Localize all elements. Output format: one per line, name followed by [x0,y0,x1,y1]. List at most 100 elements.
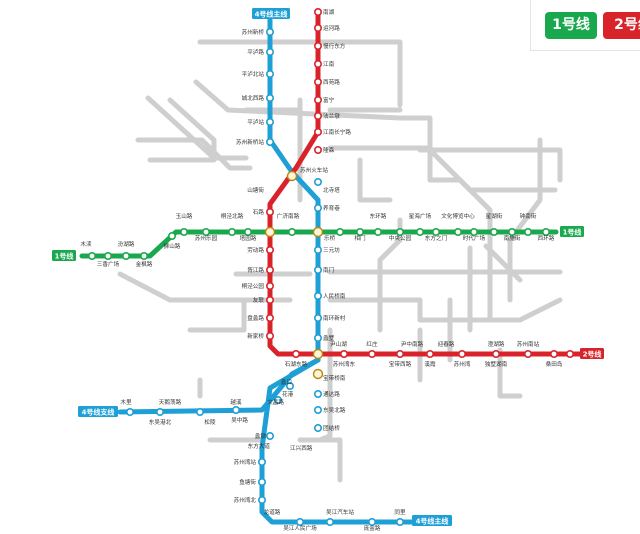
station-label: 溪霞 [424,360,436,368]
line4-stations [126,27,404,526]
station-label: 尹山湖 [330,340,347,348]
station-label: 玉山路 [176,212,193,220]
station-label: 石湖东路 [285,360,308,368]
badge-line1-east: 1号线 [563,228,582,237]
station-label: 蠡墩 [255,432,267,440]
station-label: 蠡墅 [323,334,335,342]
station-label: 钟南街 [520,212,537,220]
station-label: 城北西路 [242,94,265,102]
station-label: 桑田岛 [546,360,563,368]
station-label: 胥江路 [247,266,264,274]
line4-route [117,17,423,525]
station-label: 苏州湾 [454,360,471,368]
station-label: 西环路 [538,234,555,242]
station-label: 南施街 [504,234,521,242]
station-label: 苏州南站 [517,340,540,348]
station-label: 江南长宁路 [323,128,351,136]
station-label: 吴中路 [231,416,248,424]
station-label: 三元坊 [323,246,340,254]
station-label: 山塘街 [247,186,264,194]
station-label: 苏州湾站 [234,458,257,466]
station-label: 苏州新桥站 [236,138,264,146]
station-label: 法兰墩 [323,112,340,120]
station-label: 苏州湾东 [333,360,356,368]
station-label: 新家桥 [247,332,264,340]
station-label: 澄湖路 [488,340,505,348]
station-label: 劳动路 [247,246,264,254]
station-label: 西苑路 [323,78,340,86]
station-label: 广济南路 [277,212,300,220]
station-label: 苏州湾北 [234,496,257,504]
station-label: 金枫路 [136,260,153,268]
station-label: 迎春路 [438,340,455,348]
station-label: 南湖 [323,8,335,16]
station-label: 越溪 [230,398,242,406]
station-label: 三香广场 [97,260,120,268]
station-label: 宝带西路 [389,360,412,368]
station-label: 庞金路 [364,524,381,532]
station-label: 汾湖路 [118,240,135,248]
station-label: 相门 [354,234,366,242]
station-label: 苏州新桥 [242,28,265,36]
interchange-stations [264,170,324,380]
legend-line2[interactable]: 2号线 [603,12,640,39]
station-label: 独墅湖南 [485,360,508,368]
station-label: 富宁 [323,96,335,104]
line-badges: 4号线主线 4号线主线 4号线支线 1号线 1号线 2号线 [52,8,604,526]
station-label: 通达路 [323,390,340,398]
station-label: 人民桥南 [323,292,346,300]
station-label: 苏州乐园 [195,234,218,242]
station-label: 狮山路 [164,242,181,250]
station-label: 蠡口 [281,378,292,386]
station-label: 东环路 [370,212,387,220]
station-label: 时代广场 [463,234,486,242]
station-label: 江兴西路 [290,444,313,452]
station-label: 北寺塔 [323,186,340,194]
station-label: 石路 [253,208,265,216]
station-label: 东方之门 [425,234,448,242]
station-label: 东吴北路 [323,406,346,414]
station-label: 中央公园 [389,234,412,242]
station-label: 天鹅荡路 [159,398,182,406]
legend-panel [530,0,640,51]
station-label: 鱼塘街 [239,478,256,486]
station-label: 龙道路 [264,508,281,516]
station-label: 松陵 [204,418,216,426]
station-label: 南环新村 [323,314,346,322]
station-label: 桐泾北路 [221,212,244,220]
badge-line4-branch: 4号线支线 [82,408,115,417]
station-label: 木里 [120,398,132,406]
station-label: 文昌路 [267,398,284,406]
station-label: 星海广场 [409,212,432,220]
station-label: 星湖街 [486,212,503,220]
station-label: 东方大道 [248,442,271,450]
station-label: 平泸站 [247,118,264,126]
station-label: 宝带桥南 [323,374,346,382]
badge-line1-west: 1号线 [55,252,74,261]
badge-line4-main-bottom: 4号线主线 [416,517,449,526]
station-label: 花港 [282,390,294,398]
station-label: 养育巷 [323,204,340,212]
station-label: 友联 [253,296,265,304]
station-label: 盘蠡路 [247,314,264,322]
station-label: 平泸路 [247,48,264,56]
station-label: 同里 [394,509,406,516]
station-label: 乐桥 [324,234,336,242]
station-label: 红庄 [366,340,378,348]
station-label: 团结桥 [323,424,340,432]
station-label: 桐泾公园 [242,282,265,290]
station-label: 隆森 [323,146,335,154]
station-label: 吴江人民广场 [283,524,317,532]
station-label: 南门 [323,266,335,274]
station-label: 东吴港北 [149,418,172,426]
station-label: 苏州火车站 [300,166,328,174]
planned-lines [117,39,563,483]
badge-line2-east: 2号线 [583,350,602,359]
station-label: 平泸北站 [242,70,265,78]
station-label: 运河路 [323,24,340,32]
legend-line1[interactable]: 1号线 [545,12,597,39]
station-labels: 南湖 运河路 慢行东方 江南 西苑路 富宁 法兰墩 江南长宁路 隆森 苏州新桥 … [80,8,562,532]
station-label: 木渎 [80,240,92,248]
line1-stations [88,228,550,261]
